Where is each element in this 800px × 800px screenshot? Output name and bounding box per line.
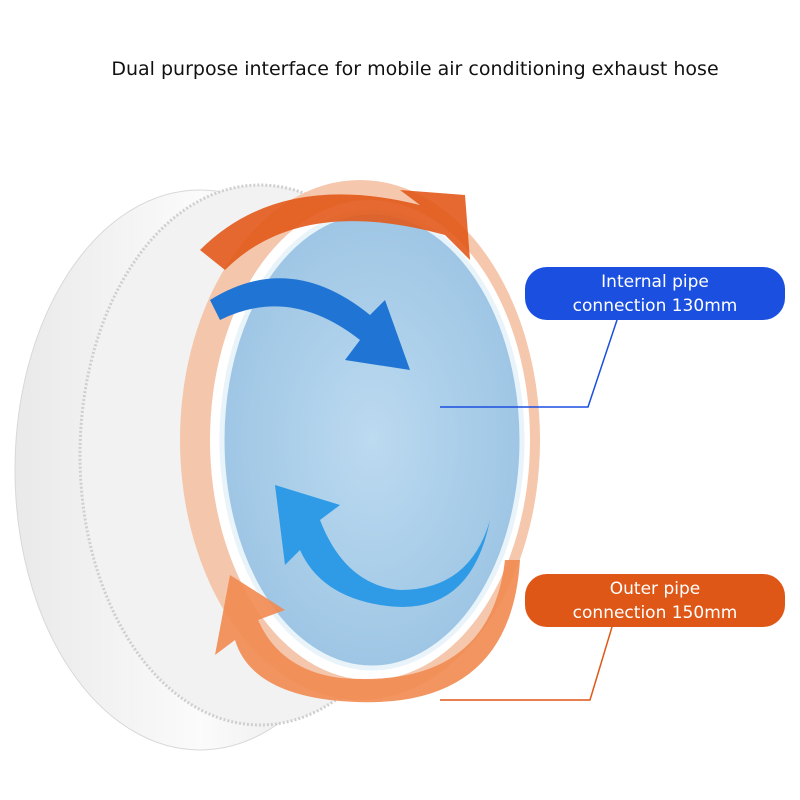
internal-callout-line2: connection 130mm (572, 295, 738, 316)
page-title: Dual purpose interface for mobile air co… (111, 58, 719, 80)
outer-callout-line1: Outer pipe (609, 578, 701, 599)
outer-callout-line2: connection 150mm (572, 602, 738, 623)
orange-arrow-top-icon (200, 190, 470, 270)
internal-pipe-callout: Internal pipe connection 130mm (525, 267, 785, 320)
internal-callout-line (440, 319, 618, 408)
outer-pipe-callout: Outer pipe connection 150mm (525, 574, 785, 627)
blue-arrow-bottom-icon (275, 485, 490, 607)
orange-arrow-bottom-icon (215, 560, 520, 703)
blue-arrow-top-icon (210, 278, 410, 370)
outer-callout-line (440, 626, 613, 701)
internal-callout-line1: Internal pipe (601, 271, 709, 292)
inner-pipe (222, 212, 522, 668)
